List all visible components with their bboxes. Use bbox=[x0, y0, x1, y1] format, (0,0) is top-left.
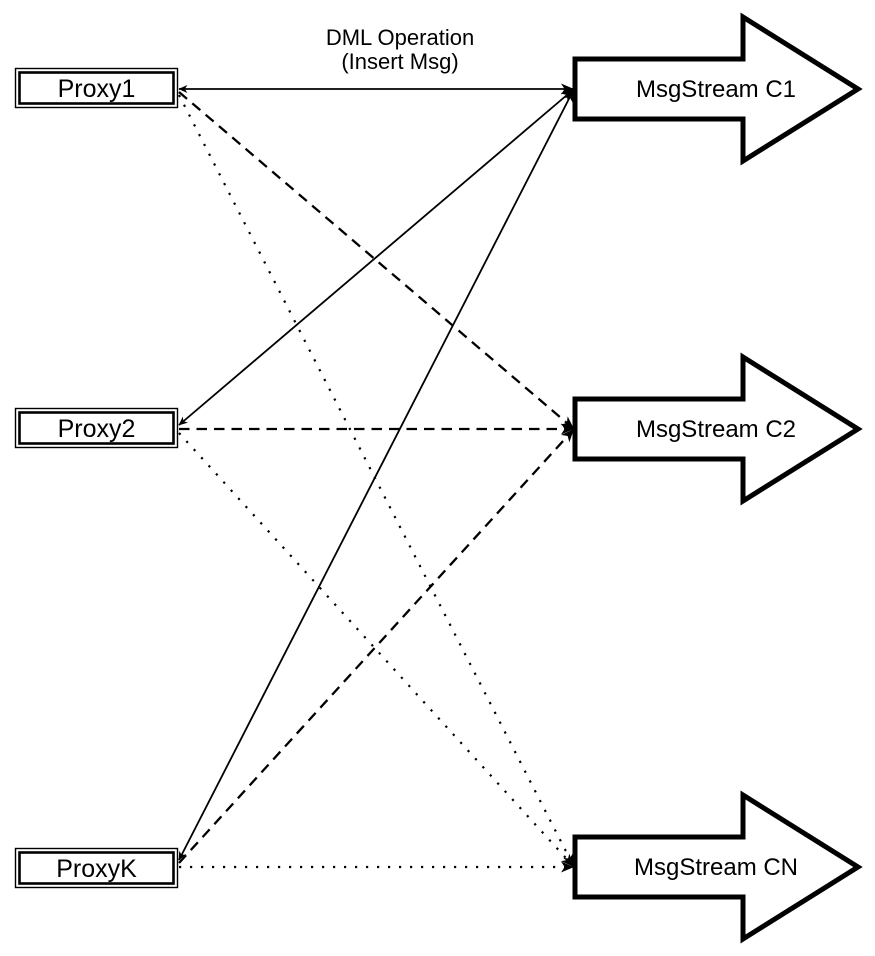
stream-node-c1: MsgStream C1 bbox=[572, 12, 863, 166]
title-line-1: DML Operation bbox=[326, 25, 474, 50]
proxy-label: Proxy2 bbox=[58, 415, 136, 443]
proxy-box bbox=[18, 411, 175, 445]
stream-label: MsgStream C2 bbox=[636, 416, 796, 443]
stream-label: MsgStream CN bbox=[634, 854, 798, 881]
connection-proxy2-cn-dotted bbox=[178, 432, 575, 868]
connection-proxy1-cn-dotted bbox=[178, 94, 575, 868]
connection-proxyk-c2-dashed bbox=[178, 428, 575, 864]
proxy-node-proxyk: ProxyK bbox=[14, 847, 179, 889]
proxy-box bbox=[18, 71, 175, 105]
proxy-label: ProxyK bbox=[56, 855, 137, 883]
proxy-box bbox=[18, 851, 175, 885]
stream-arrow-shape bbox=[572, 352, 863, 506]
connection-proxy2-c1-solid bbox=[178, 88, 575, 426]
connection-proxyk-c1-solid bbox=[178, 88, 575, 861]
stream-node-c2: MsgStream C2 bbox=[572, 352, 863, 506]
proxy-node-proxy1: Proxy1 bbox=[14, 67, 179, 109]
stream-arrow-shape bbox=[572, 790, 863, 944]
diagram-title: DML Operation (Insert Msg) bbox=[326, 25, 474, 74]
title-line-2: (Insert Msg) bbox=[341, 49, 458, 74]
connections bbox=[178, 83, 575, 873]
proxy-label: Proxy1 bbox=[58, 75, 136, 103]
proxy-node-proxy2: Proxy2 bbox=[14, 407, 179, 449]
stream-arrow-shape bbox=[572, 12, 863, 166]
stream-node-cn: MsgStream CN bbox=[572, 790, 863, 944]
stream-label: MsgStream C1 bbox=[636, 76, 796, 103]
connection-proxy1-c2-dashed bbox=[178, 91, 575, 430]
